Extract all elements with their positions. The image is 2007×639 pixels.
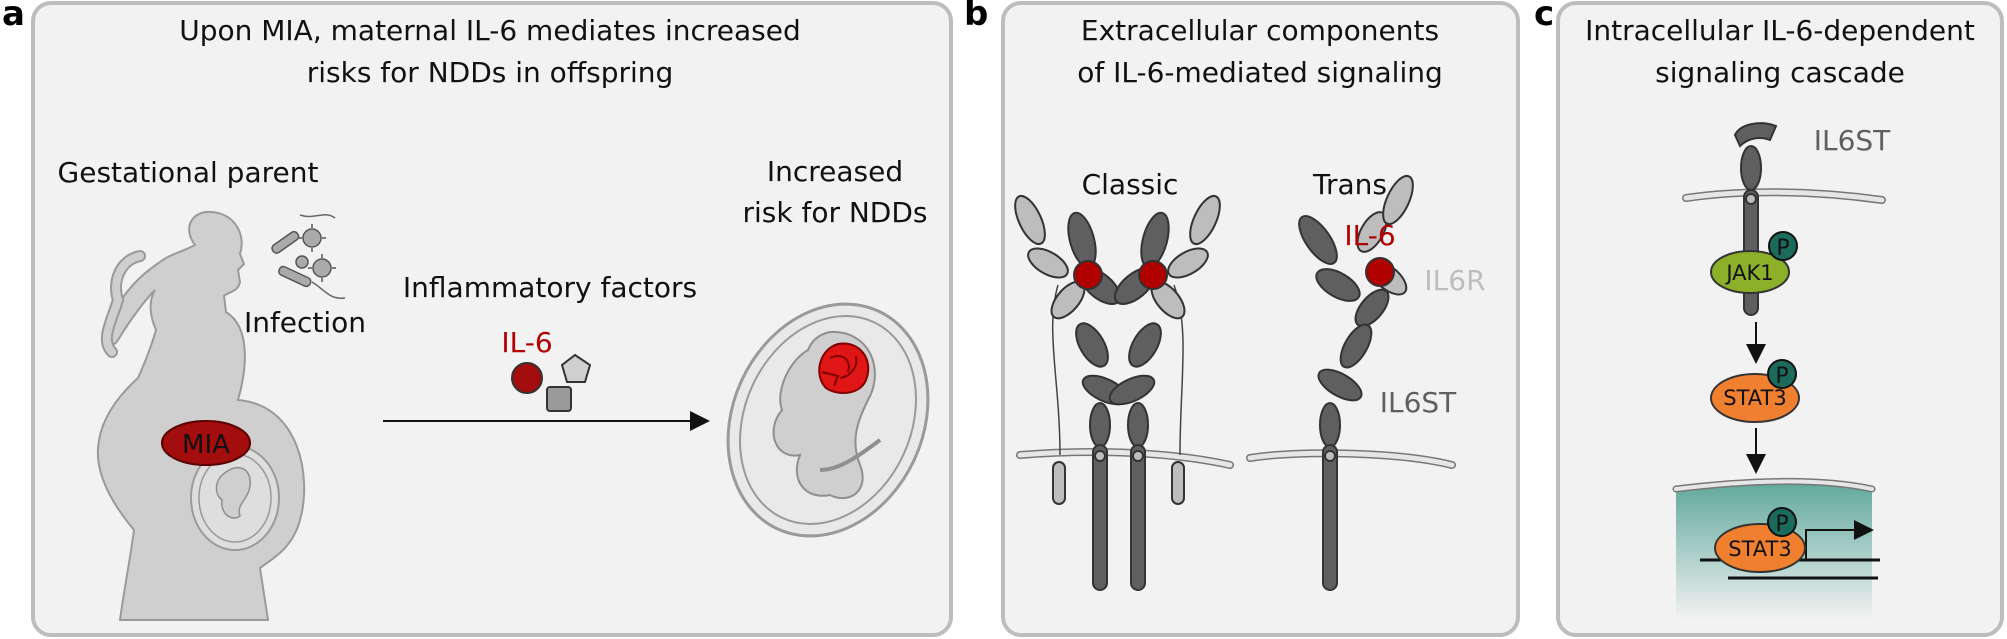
panel-a: Upon MIA, maternal IL-6 mediates increas… [31,1,953,637]
panel-c: Intracellular IL-6-dependent signaling c… [1556,1,2004,637]
jak1-label: JAK1 [1724,261,1773,285]
trans-label: Trans [1312,168,1387,201]
risk-label-2: risk for NDDs [742,196,927,229]
stat3-label: STAT3 [1723,386,1786,410]
panel-a-title-1: Upon MIA, maternal IL-6 mediates increas… [179,14,801,47]
classic-complex-icon [1014,194,1221,591]
panel-a-title-2: risks for NDDs in offspring [307,56,674,89]
phospho-icon-1 [1768,231,1798,261]
jak1-icon [1710,250,1790,294]
il6st-label-b: IL6ST [1380,386,1457,419]
mia-ellipse [161,420,251,466]
il6r-label: IL6R [1424,264,1485,297]
panel-b-title-1: Extracellular components [1081,14,1439,47]
panel-letter-c: c [1534,0,1555,34]
panel-letter-a: a [2,0,25,34]
panel-c-title-2: signaling cascade [1655,56,1905,89]
classic-label: Classic [1082,168,1179,201]
phospho-icon-3 [1767,507,1797,537]
pregnant-parent-icon [96,210,306,621]
stat3-nuclear-label: STAT3 [1728,537,1791,561]
il6-molecule-icon [511,362,543,394]
infection-label: Infection [244,306,366,339]
fetus-icon [726,302,930,538]
trans-complex-icon [1298,174,1414,591]
panel-letter-b: b [964,0,989,34]
cytokine-square-icon [546,386,572,412]
cytokine-pentagon-icon [560,353,592,383]
p-label-1: P [1776,236,1789,261]
il6st-label-c: IL6ST [1814,124,1891,157]
mia-label: MIA [182,430,230,460]
transcription-arrow [1805,520,1874,560]
risk-label-1: Increased [767,155,903,188]
panel-b-title-2: of IL-6-mediated signaling [1077,56,1443,89]
il6-label-b: IL-6 [1344,219,1395,252]
p-label-2: P [1775,364,1788,389]
pathogen-icon [271,214,346,299]
phospho-icon-2 [1767,359,1797,389]
il6-label-a: IL-6 [501,326,552,359]
inflammatory-factors-label: Inflammatory factors [403,271,697,304]
p-label-3: P [1775,512,1788,537]
panel-b: Extracellular components of IL-6-mediate… [1001,1,1520,637]
panel-c-title-1: Intracellular IL-6-dependent [1585,14,1975,47]
gestational-parent-label: Gestational parent [58,156,319,189]
